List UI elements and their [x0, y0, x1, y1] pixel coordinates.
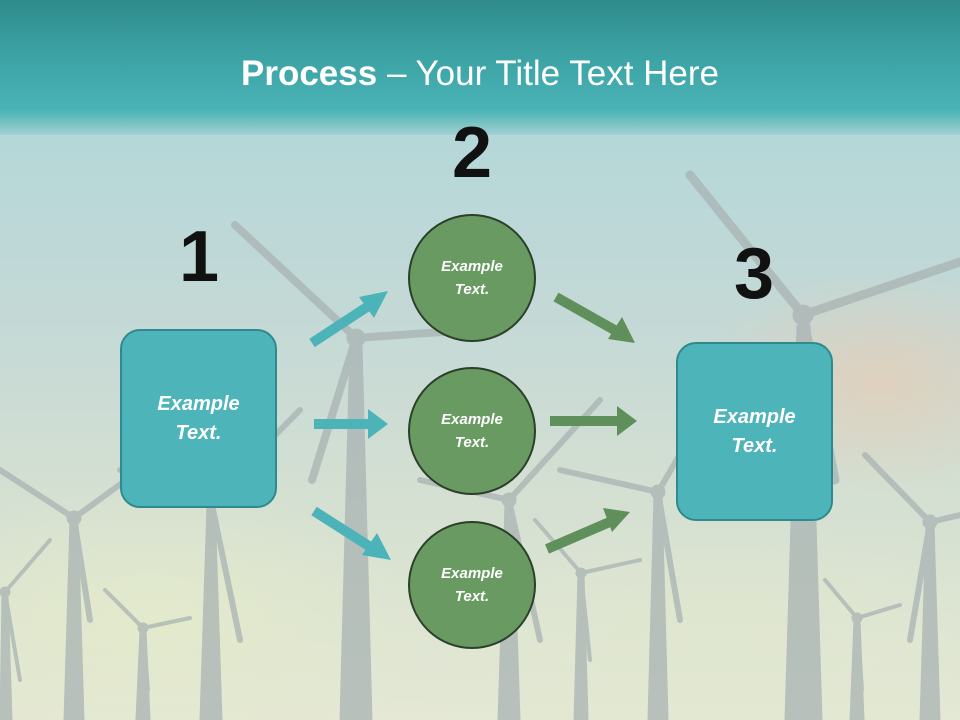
- arrow-to-circle-2: [314, 409, 388, 439]
- arrow-to-circle-1: [309, 291, 388, 348]
- wind-turbine-icon: [862, 452, 960, 720]
- step-number-3: 3: [733, 234, 775, 314]
- circle-2-text: Example Text.: [441, 411, 503, 451]
- step-3-text: Example Text.: [713, 405, 796, 457]
- circle-1-text: Example Text.: [441, 258, 503, 298]
- arrow-circle-3-to-box-3: [545, 508, 630, 554]
- wind-turbine-icon: [0, 467, 143, 720]
- arrow-circle-2-to-box-3: [550, 406, 637, 436]
- step-1-text: Example Text.: [157, 392, 240, 444]
- step-2-circle-1: Example Text.: [408, 214, 536, 342]
- wind-turbine-icon: [823, 578, 902, 720]
- step-number-1: 1: [178, 217, 220, 297]
- arrow-to-circle-3: [311, 506, 391, 560]
- title-band: [0, 0, 960, 135]
- slide-title: Process – Your Title Text Here: [0, 52, 960, 96]
- step-1-box: Example Text.: [120, 329, 277, 508]
- step-number-2: 2: [451, 113, 493, 193]
- circle-3-text: Example Text.: [441, 565, 503, 605]
- step-2-circle-2: Example Text.: [408, 367, 536, 495]
- step-3-box: Example Text.: [676, 342, 833, 521]
- wind-turbine-icon: [0, 538, 52, 720]
- step-2-circle-3: Example Text.: [408, 521, 536, 649]
- wind-turbine-icon: [103, 588, 192, 720]
- title-bold: Process: [241, 54, 378, 93]
- title-rest: – Your Title Text Here: [377, 54, 719, 93]
- arrow-circle-1-to-box-3: [553, 292, 635, 343]
